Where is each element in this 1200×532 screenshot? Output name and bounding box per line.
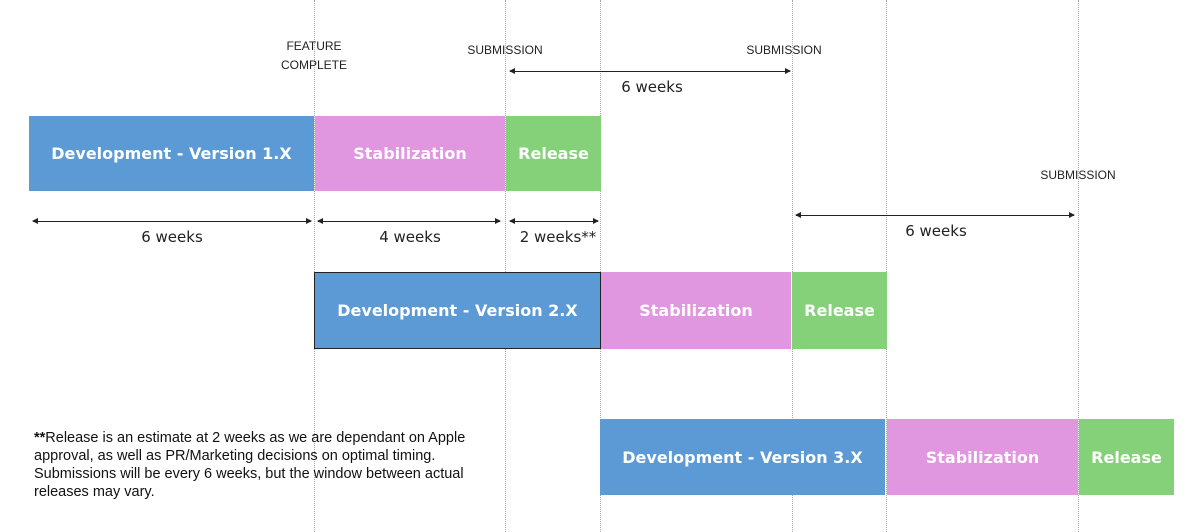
version-3-development-bar: Development - Version 3.X xyxy=(600,419,885,495)
version-2-stabilization-bar: Stabilization xyxy=(601,272,791,349)
feature-complete-guide-line xyxy=(314,0,315,532)
version-2-development-label: Development - Version 2.X xyxy=(337,301,578,320)
footnote-text: Release is an estimate at 2 weeks as we … xyxy=(34,430,466,500)
submission-1-label: SUBMISSION xyxy=(467,43,543,57)
submission-interval-right-label: 6 weeks xyxy=(905,222,967,240)
version-3-stabilization-bar: Stabilization xyxy=(887,419,1078,495)
version-1-development-bar: Development - Version 1.X xyxy=(29,116,314,191)
submission-1-guide-line xyxy=(505,0,506,532)
version-2-release-label: Release xyxy=(804,301,875,320)
submission-3-label: SUBMISSION xyxy=(1040,168,1116,182)
submission-3-guide-line xyxy=(1078,0,1079,532)
version-2-stabilization-label: Stabilization xyxy=(639,301,753,320)
release-2-end-guide-line xyxy=(886,0,887,532)
version-1-release-bar: Release xyxy=(506,116,601,191)
version-1-development-label: Development - Version 1.X xyxy=(51,144,292,163)
submission-interval-top-label: 6 weeks xyxy=(621,78,683,96)
release-duration-arrow xyxy=(509,218,599,224)
version-1-release-label: Release xyxy=(518,144,589,163)
version-2-release-bar: Release xyxy=(792,272,887,349)
feature-complete-label: FEATURE COMPLETE xyxy=(280,39,347,72)
submission-2-guide-line xyxy=(792,0,793,532)
footnote-marker: ** xyxy=(34,430,46,446)
release-estimate-footnote: **Release is an estimate at 2 weeks as w… xyxy=(34,429,494,501)
submission-interval-top-arrow xyxy=(509,68,791,74)
version-2-development-bar: Development - Version 2.X xyxy=(314,272,601,349)
version-3-release-bar: Release xyxy=(1079,419,1174,495)
development-duration-label: 6 weeks xyxy=(141,228,203,246)
version-3-development-label: Development - Version 3.X xyxy=(622,447,863,467)
development-duration-arrow xyxy=(32,218,312,224)
stabilization-duration-label: 4 weeks xyxy=(379,228,441,246)
version-3-release-label: Release xyxy=(1091,447,1162,467)
stabilization-duration-arrow xyxy=(317,218,501,224)
version-3-stabilization-label: Stabilization xyxy=(925,447,1040,467)
version-1-stabilization-bar: Stabilization xyxy=(315,116,505,191)
release-duration-label: 2 weeks** xyxy=(519,228,597,246)
submission-2-label: SUBMISSION xyxy=(746,43,822,57)
version-1-stabilization-label: Stabilization xyxy=(353,144,467,163)
submission-interval-right-arrow xyxy=(795,212,1075,218)
release-1-end-guide-line xyxy=(600,0,601,532)
